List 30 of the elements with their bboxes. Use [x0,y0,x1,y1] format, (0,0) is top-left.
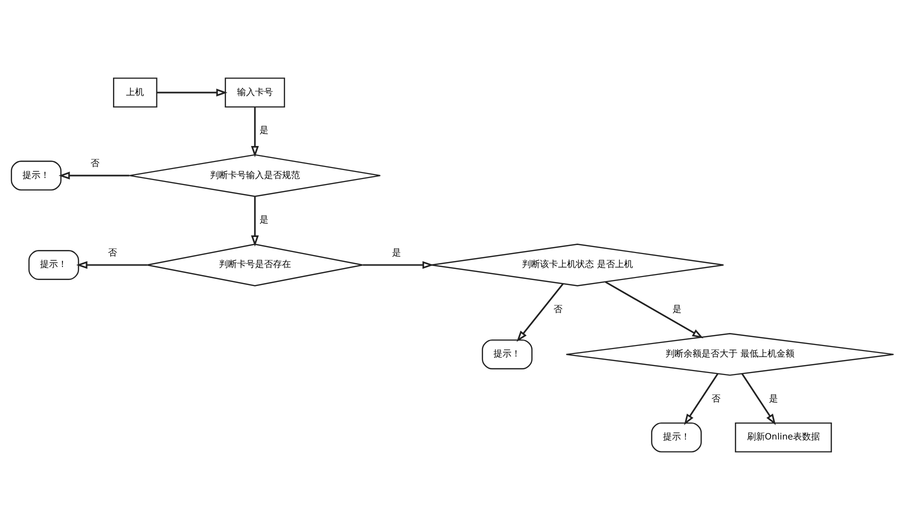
edge-label: 否 [108,248,118,258]
node-box: 提示！ [10,160,62,190]
node-box: 提示！ [651,422,702,452]
arrow [684,372,718,425]
arrow [251,106,259,157]
node-box: 刷新Online表数据 [734,422,832,452]
arrow [76,260,148,268]
node-diamond: 判断卡号输入是否规范 [128,154,381,196]
arrow [605,280,704,338]
edge-label: 否 [553,304,562,314]
edge-label: 是 [260,215,269,226]
edge-label: 是 [769,394,778,404]
arrow [58,171,130,179]
arrow [156,88,228,96]
node-diamond: 判断该卡上机状态 是否上机 [430,243,724,286]
node-box: 输入卡号 [224,77,286,108]
node-diamond: 判断余额是否大于 最低上机金额 [566,332,894,376]
arrow [251,196,259,246]
edge-label: 否 [712,394,721,404]
edge-label: 否 [90,158,100,168]
edge-label: 是 [260,126,269,136]
arrow [362,260,434,268]
node-box: 提示！ [482,338,533,369]
edge-label: 是 [672,304,682,314]
node-box: 提示！ [28,250,80,280]
arrow [516,282,564,342]
node-diamond: 判断卡号是否存在 [146,243,364,286]
arrow [741,372,776,425]
node-box: 上机 [113,77,158,108]
edge-label: 是 [392,248,402,258]
